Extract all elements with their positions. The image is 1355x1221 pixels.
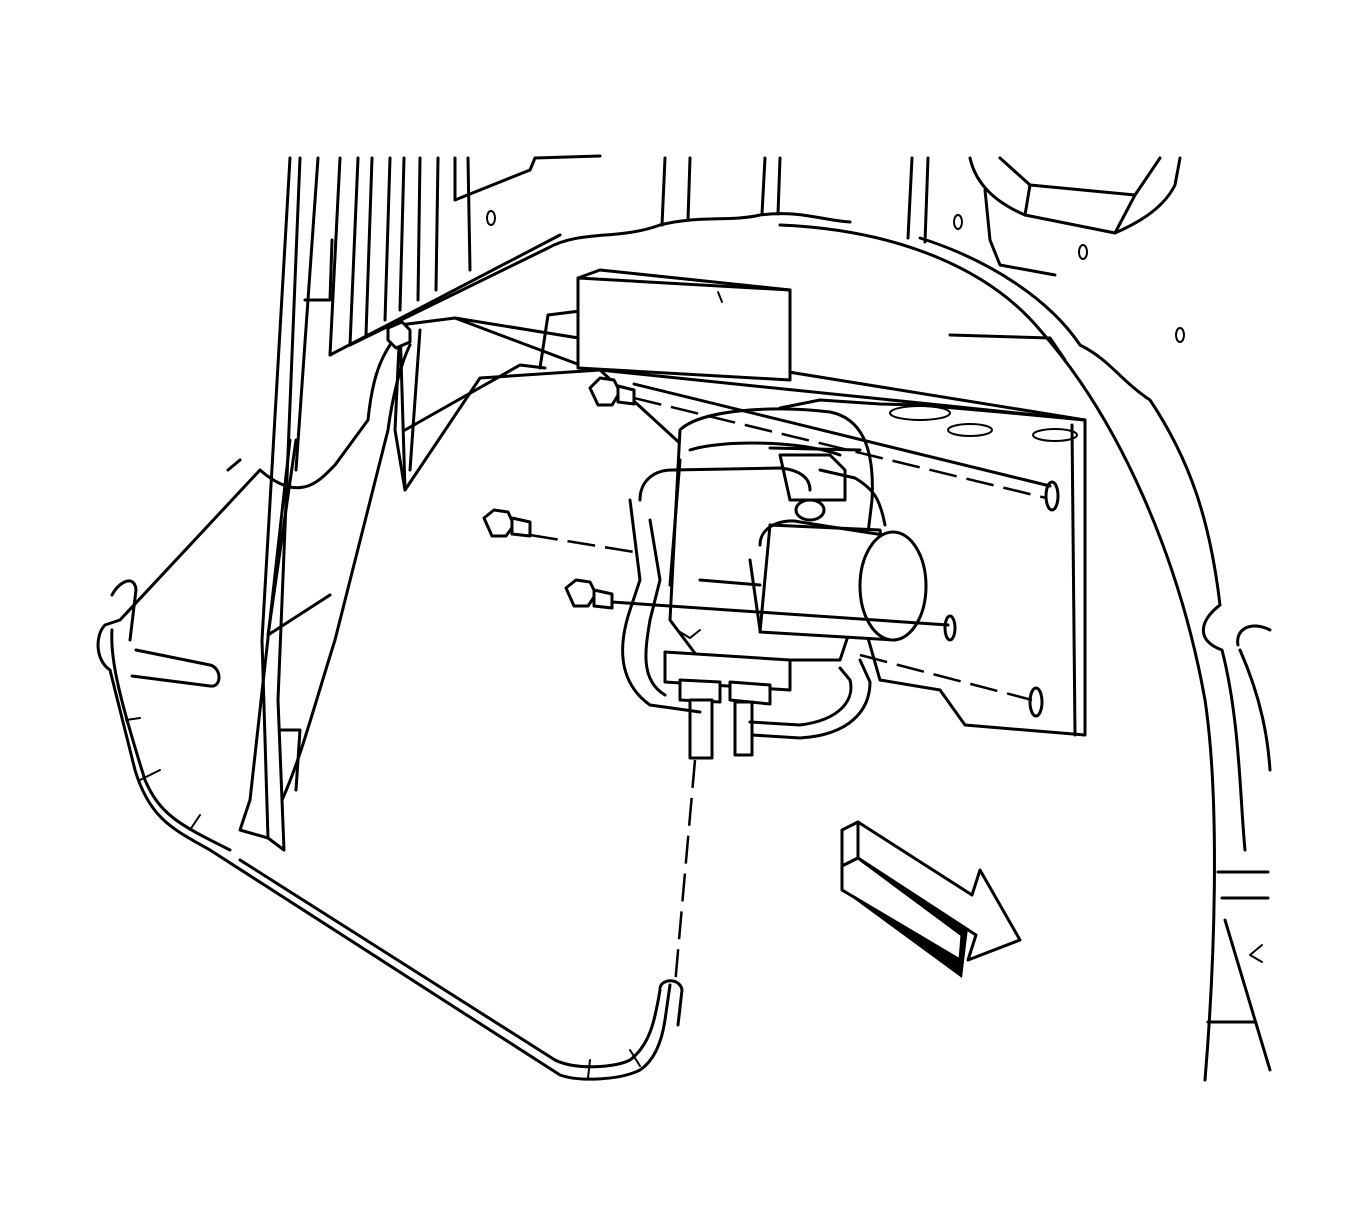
mounting-hole xyxy=(1044,480,1060,512)
wire-harness-loop xyxy=(621,466,887,740)
bolt xyxy=(588,376,1052,500)
bolt xyxy=(564,578,1033,702)
bolts xyxy=(482,376,1052,986)
mounting-hole xyxy=(1028,686,1044,718)
mounting-bracket xyxy=(393,268,1087,737)
mounting-hole xyxy=(943,614,957,642)
direction-arrow xyxy=(840,820,1022,978)
bolt xyxy=(482,508,641,555)
bolt xyxy=(673,759,697,986)
frame-rail xyxy=(226,154,602,852)
tire-arch xyxy=(778,223,1272,1082)
upper-panel xyxy=(546,156,1185,343)
hose-line xyxy=(96,320,684,1081)
